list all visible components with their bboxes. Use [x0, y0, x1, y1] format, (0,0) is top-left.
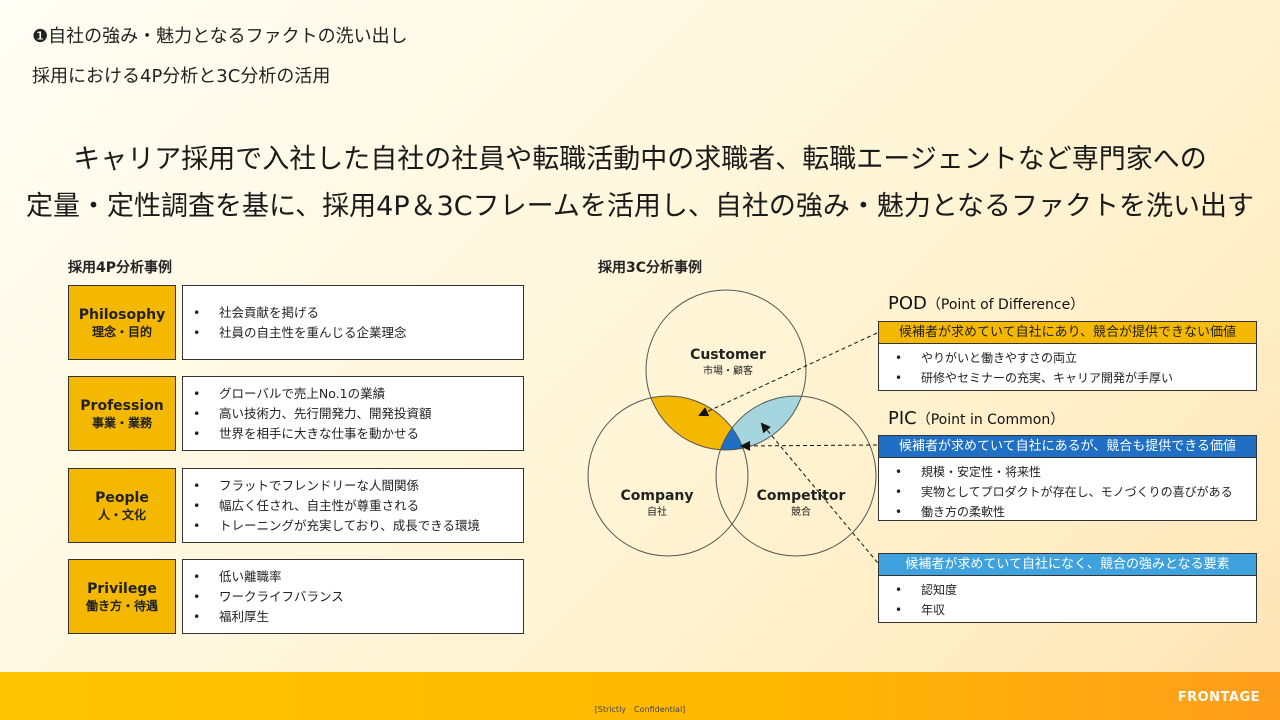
list-item: •社員の自主性を重んじる企業理念 — [193, 324, 407, 340]
list-item: •社会貢献を掲げる — [193, 304, 320, 320]
competitor-strength-header: 候補者が求めていて自社になく、競合の強みとなる要素 — [879, 554, 1256, 576]
list-item: •低い離職率 — [193, 568, 282, 584]
list-item: •規模・安定性・将来性 — [895, 465, 1042, 479]
list-item: •高い技術力、先行開発力、開発投資額 — [193, 405, 432, 421]
venn-label-competitor-jp: 競合 — [791, 505, 811, 518]
competitor-strength-arrow — [760, 422, 883, 569]
four-p-label-jp: 理念・目的 — [91, 324, 152, 339]
lead-text-line-1: キャリア採用で入社した自社の社員や転職活動中の求職者、転職エージェントなど専門家… — [73, 144, 1207, 175]
four-p-label-jp: 事業・業務 — [91, 415, 152, 430]
list-item: •ワークライフバランス — [193, 588, 344, 604]
pic-arrow — [740, 440, 878, 451]
list-item: •グローバルで売上No.1の業績 — [193, 385, 386, 401]
venn-competitor-strength-area — [716, 396, 806, 450]
footer-bar — [0, 672, 1280, 720]
four-p-label-en: People — [95, 489, 149, 506]
pod-box: 候補者が求めていて自社にあり、競合が提供できない価値 •やりがいと働きやすさの両… — [878, 321, 1257, 391]
pod-arrow — [698, 332, 878, 417]
four-p-box-privilege: •低い離職率 •ワークライフバランス •福利厚生 — [182, 559, 524, 634]
venn-circle-competitor — [715, 395, 877, 557]
list-item: •研修やセミナーの充実、キャリア開発が手厚い — [895, 371, 1174, 385]
venn-label-company-en: Company — [620, 488, 693, 504]
four-p-label-philosophy: Philosophy 理念・目的 — [68, 285, 176, 360]
pod-title: POD（Point of Difference） — [888, 293, 1085, 314]
lead-text-line-2: 定量・定性調査を基に、採用4P＆3Cフレームを活用し、自社の強み・魅力となるファ… — [25, 191, 1255, 222]
four-p-box-profession: •グローバルで売上No.1の業績 •高い技術力、先行開発力、開発投資額 •世界を… — [182, 376, 524, 451]
four-p-box-philosophy: •社会貢献を掲げる •社員の自主性を重んじる企業理念 — [182, 285, 524, 360]
three-c-title: 採用3C分析事例 — [598, 260, 703, 276]
brand-logo: FRONTAGE — [1177, 690, 1260, 705]
four-p-label-profession: Profession 事業・業務 — [68, 376, 176, 451]
section-heading: ❶自社の強み・魅力となるファクトの洗い出し — [32, 26, 408, 47]
list-item: •働き方の柔軟性 — [895, 505, 1006, 519]
four-p-label-en: Profession — [80, 397, 164, 414]
list-item: •フラットでフレンドリーな人間関係 — [193, 477, 420, 493]
list-item: •幅広く任され、自主性が尊重される — [193, 497, 420, 513]
pic-title: PIC（Point in Common） — [888, 408, 1065, 429]
venn-label-customer-jp: 市場・顧客 — [703, 364, 753, 377]
four-p-label-en: Philosophy — [78, 306, 166, 323]
venn-label-company-jp: 自社 — [647, 505, 667, 518]
list-item: •トレーニングが充実しており、成長できる環境 — [193, 517, 481, 533]
pic-box: 候補者が求めていて自社にあるが、競合も提供できる価値 •規模・安定性・将来性 •… — [878, 435, 1257, 521]
list-item: •世界を相手に大きな仕事を動かせる — [193, 425, 420, 441]
four-p-label-people: People 人・文化 — [68, 468, 176, 543]
competitor-strength-box: 候補者が求めていて自社になく、競合の強みとなる要素 •認知度 •年収 — [878, 553, 1257, 623]
four-p-label-jp: 働き方・待遇 — [85, 598, 158, 613]
venn-pod-area — [646, 396, 748, 450]
venn-circle-customer — [645, 289, 807, 451]
list-item: •認知度 — [895, 583, 958, 597]
four-p-label-jp: 人・文化 — [97, 507, 146, 522]
four-p-box-people: •フラットでフレンドリーな人間関係 •幅広く任され、自主性が尊重される •トレー… — [182, 468, 524, 543]
confidential-label: [Strictly Confidential] — [594, 705, 686, 714]
list-item: •福利厚生 — [193, 608, 270, 624]
four-p-title: 採用4P分析事例 — [68, 260, 173, 276]
venn-label-competitor-en: Competitor — [757, 488, 846, 504]
four-p-label-privilege: Privilege 働き方・待遇 — [68, 559, 176, 634]
venn-circle-company — [587, 395, 749, 557]
pic-header: 候補者が求めていて自社にあるが、競合も提供できる価値 — [879, 436, 1256, 458]
list-item: •年収 — [895, 603, 946, 617]
pod-header: 候補者が求めていて自社にあり、競合が提供できない価値 — [879, 322, 1256, 344]
list-item: •やりがいと働きやすさの両立 — [895, 351, 1078, 365]
four-p-label-en: Privilege — [87, 580, 157, 597]
section-subheading: 採用における4P分析と3C分析の活用 — [32, 66, 331, 87]
venn-label-customer-en: Customer — [690, 347, 766, 363]
list-item: •実物としてプロダクトが存在し、モノづくりの喜びがある — [895, 485, 1233, 499]
